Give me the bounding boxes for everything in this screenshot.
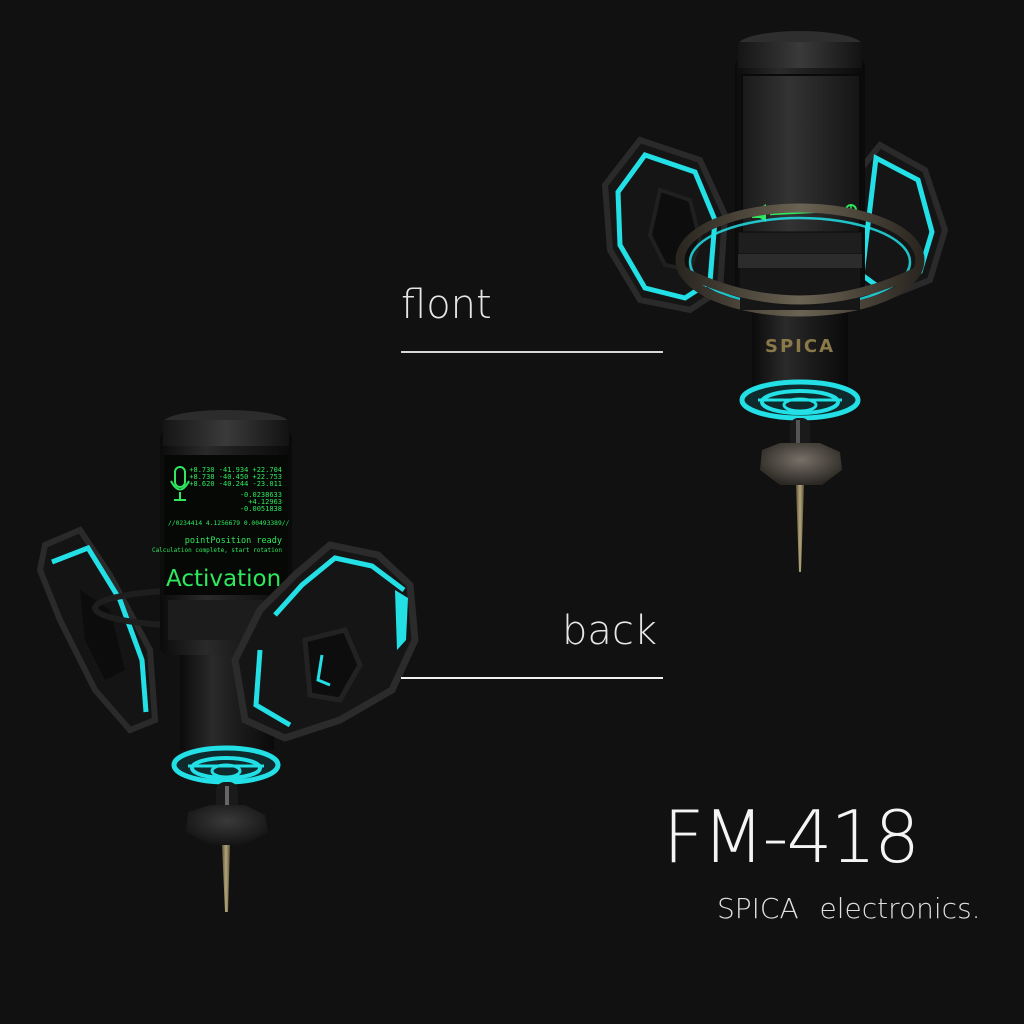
back-view-label: back — [562, 608, 658, 654]
svg-text:pointPosition ready: pointPosition ready — [185, 536, 282, 546]
front-view-label: flont — [401, 282, 492, 328]
microphone-icon — [170, 466, 190, 501]
back-microphone: +8.730 -41.934 +22.704 +8.738 -40.450 +2… — [36, 410, 419, 912]
model-name: FM-418 — [663, 795, 920, 879]
back-needle — [222, 845, 230, 912]
front-suspension-ring — [675, 203, 925, 317]
front-base-glow-ring — [739, 379, 861, 421]
front-mic-cap — [738, 42, 862, 68]
front-divider — [401, 351, 663, 353]
back-mic-cap — [163, 420, 289, 446]
screen-text: +8.730 -41.934 +22.704 +8.738 -40.450 +2… — [152, 466, 290, 592]
front-microphone: SPICA — [601, 31, 949, 572]
svg-text://0234414 4.1256679 0.00493389: //0234414 4.1256679 0.00493389// — [168, 520, 290, 527]
front-needle — [796, 485, 804, 572]
svg-text:+8.738 -40.450 +22.753: +8.738 -40.450 +22.753 — [189, 473, 282, 481]
back-right-cradle — [231, 541, 419, 742]
back-divider — [401, 677, 663, 679]
activation-label: Activation — [166, 566, 281, 592]
back-left-cradle — [36, 526, 159, 734]
svg-text:+8.730 -41.934 +22.704: +8.730 -41.934 +22.704 — [189, 466, 282, 474]
svg-text:+4.12963: +4.12963 — [248, 498, 282, 506]
svg-text:-0.0238633: -0.0238633 — [240, 491, 282, 499]
back-base-glow-ring — [171, 745, 281, 785]
front-spica-logo: SPICA — [765, 336, 835, 357]
svg-text:Calculation complete, start ro: Calculation complete, start rotation — [152, 547, 282, 554]
front-left-cradle — [601, 136, 729, 314]
svg-text:-0.0051838: -0.0051838 — [240, 505, 282, 513]
svg-text:+8.620 -40.244 -23.011: +8.620 -40.244 -23.011 — [189, 480, 282, 488]
brand-name: SPICA electronics. — [717, 892, 981, 925]
